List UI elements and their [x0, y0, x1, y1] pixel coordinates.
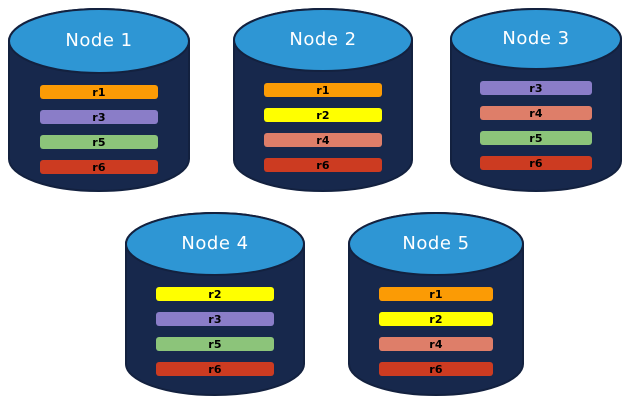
replica-bar-r6: r6 [480, 156, 592, 170]
replica-label: r1 [429, 287, 443, 301]
replica-bar-r3: r3 [156, 312, 274, 326]
replica-bar-r5: r5 [156, 337, 274, 351]
replica-bar-r4: r4 [480, 106, 592, 120]
replica-label: r5 [529, 131, 543, 145]
replica-stack: r3 r4 r5 r6 [450, 81, 622, 170]
replica-bar-r3: r3 [480, 81, 592, 95]
replica-bar-r6: r6 [156, 362, 274, 376]
replica-bar-r2: r2 [379, 312, 493, 326]
replica-label: r4 [316, 133, 330, 147]
replica-label: r4 [429, 337, 443, 351]
replica-bar-r2: r2 [156, 287, 274, 301]
replica-bar-r5: r5 [480, 131, 592, 145]
replica-bar-r1: r1 [264, 83, 382, 97]
replica-bar-r1: r1 [379, 287, 493, 301]
cylinder-shape [450, 8, 622, 192]
replica-label: r2 [208, 287, 222, 301]
replica-label: r1 [92, 85, 106, 99]
replica-label: r1 [316, 83, 330, 97]
replica-label: r3 [529, 81, 543, 95]
replica-label: r5 [92, 135, 106, 149]
replica-label: r6 [429, 362, 443, 376]
replica-bar-r6: r6 [264, 158, 382, 172]
replica-label: r6 [208, 362, 222, 376]
replica-bar-r6: r6 [40, 160, 158, 174]
replica-label: r5 [208, 337, 222, 351]
replica-stack: r1 r3 r5 r6 [8, 85, 190, 174]
replica-bar-r1: r1 [40, 85, 158, 99]
replica-stack: r1 r2 r4 r6 [348, 287, 524, 376]
replica-label: r3 [92, 110, 106, 124]
replica-stack: r1 r2 r4 r6 [233, 83, 413, 172]
replica-bar-r2: r2 [264, 108, 382, 122]
replica-label: r6 [92, 160, 106, 174]
replica-label: r2 [316, 108, 330, 122]
replica-label: r4 [529, 106, 543, 120]
replica-bar-r6: r6 [379, 362, 493, 376]
replica-bar-r5: r5 [40, 135, 158, 149]
replica-label: r2 [429, 312, 443, 326]
replica-bar-r3: r3 [40, 110, 158, 124]
replica-label: r3 [208, 312, 222, 326]
replica-bar-r4: r4 [379, 337, 493, 351]
replica-bar-r4: r4 [264, 133, 382, 147]
replica-label: r6 [316, 158, 330, 172]
replica-stack: r2 r3 r5 r6 [125, 287, 305, 376]
replica-label: r6 [529, 156, 543, 170]
